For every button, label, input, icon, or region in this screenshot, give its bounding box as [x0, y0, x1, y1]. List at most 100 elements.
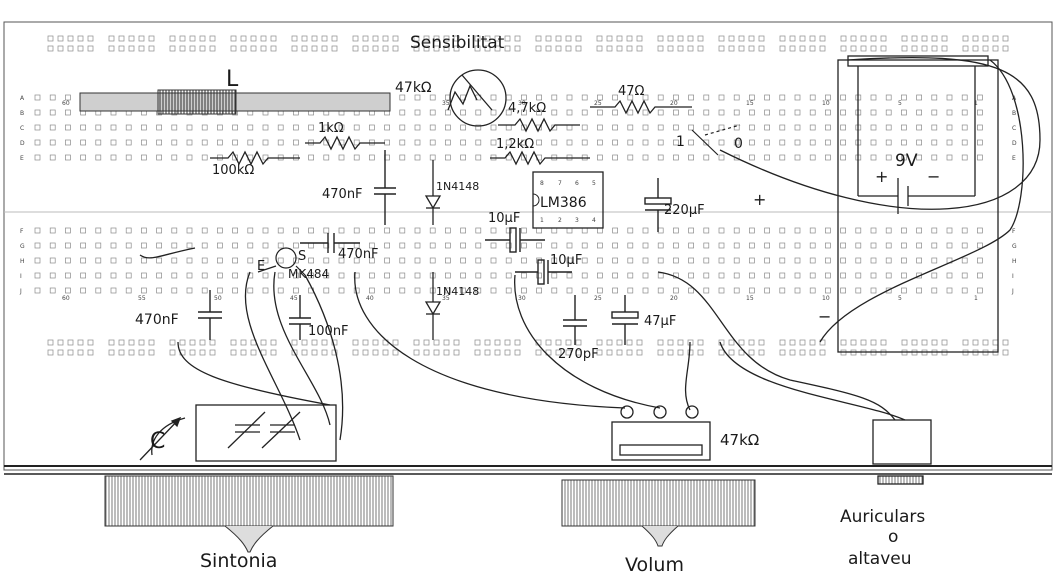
- c-47u-label: 47μF: [644, 314, 676, 329]
- column-number: 5: [898, 100, 902, 107]
- board-hole: [156, 139, 162, 146]
- board-hole: [885, 94, 892, 101]
- board-hole: [840, 45, 847, 52]
- board-hole: [555, 45, 562, 52]
- board-hole: [825, 139, 831, 146]
- board-hole: [445, 124, 451, 131]
- board-hole: [413, 35, 420, 42]
- board-hole: [703, 139, 710, 146]
- board-hole: [885, 154, 892, 161]
- board-hole: [901, 272, 907, 279]
- board-hole: [505, 139, 512, 146]
- board-hole: [961, 257, 968, 264]
- ic-pin-4: 4: [592, 217, 596, 224]
- board-hole: [794, 94, 801, 101]
- board-hole: [616, 45, 623, 52]
- board-hole: [474, 45, 481, 52]
- board-hole: [627, 94, 634, 101]
- row-letter: G: [20, 243, 25, 250]
- board-hole: [505, 227, 512, 234]
- board-hole: [34, 272, 41, 279]
- board-hole: [855, 272, 862, 279]
- sensitivity-potentiometer: [447, 69, 507, 127]
- board-hole: [688, 94, 694, 101]
- board-hole: [490, 94, 497, 101]
- ic-pin-3: 3: [575, 217, 579, 224]
- board-hole: [597, 287, 603, 294]
- board-hole: [789, 339, 796, 346]
- board-hole: [293, 124, 299, 131]
- board-hole: [809, 257, 816, 264]
- board-hole: [443, 339, 450, 346]
- board-hole: [758, 35, 765, 42]
- board-hole: [916, 109, 922, 116]
- board-hole: [475, 287, 482, 294]
- board-hole: [232, 287, 238, 294]
- board-hole: [443, 35, 450, 42]
- board-hole: [353, 257, 360, 264]
- board-hole: [758, 339, 765, 346]
- column-number: 40: [366, 295, 374, 302]
- row-letter: E: [1012, 155, 1016, 162]
- board-hole: [941, 339, 948, 346]
- board-hole: [429, 257, 436, 264]
- capacitor-10uF-b: [515, 259, 572, 285]
- board-hole: [536, 272, 542, 279]
- board-hole: [855, 257, 862, 264]
- board-hole: [169, 45, 176, 52]
- board-hole: [475, 124, 482, 131]
- board-hole: [171, 242, 178, 249]
- board-hole: [414, 124, 421, 131]
- board-hole: [49, 124, 56, 131]
- row-letter: A: [20, 95, 25, 102]
- board-hole: [916, 287, 922, 294]
- tuning-knob[interactable]: [104, 475, 394, 553]
- volume-knob[interactable]: [561, 479, 756, 547]
- board-hole: [399, 272, 406, 279]
- board-hole: [338, 287, 345, 294]
- column-number: 55: [138, 295, 146, 302]
- capacitor-220uF: [644, 178, 672, 232]
- board-hole: [916, 257, 922, 264]
- resistor-100k: [210, 150, 300, 166]
- board-hole: [860, 339, 867, 346]
- board-hole: [733, 94, 740, 101]
- board-hole: [667, 45, 674, 52]
- board-hole: [110, 227, 117, 234]
- board-hole: [445, 257, 451, 264]
- board-hole: [941, 35, 948, 42]
- board-hole: [536, 242, 542, 249]
- board-hole: [749, 154, 755, 161]
- board-hole: [850, 339, 857, 346]
- board-hole: [657, 94, 664, 101]
- board-hole: [779, 154, 786, 161]
- board-hole: [369, 287, 375, 294]
- board-hole: [885, 109, 892, 116]
- board-hole: [921, 45, 928, 52]
- board-hole: [414, 94, 421, 101]
- ic-lm386: LM386 8 7 6 5 1 2 3 4: [532, 171, 604, 229]
- board-hole: [270, 45, 277, 52]
- board-hole: [460, 272, 466, 279]
- board-hole: [230, 349, 237, 356]
- board-hole: [992, 35, 999, 42]
- board-hole: [460, 139, 466, 146]
- board-hole: [642, 124, 649, 131]
- board-hole: [779, 124, 786, 131]
- board-hole: [138, 45, 145, 52]
- board-hole: [642, 154, 649, 161]
- board-hole: [323, 154, 330, 161]
- board-hole: [217, 287, 223, 294]
- board-hole: [962, 35, 969, 42]
- board-hole: [612, 257, 618, 264]
- board-hole: [673, 154, 679, 161]
- board-hole: [148, 339, 155, 346]
- board-hole: [108, 349, 115, 356]
- board-hole: [728, 45, 735, 52]
- board-hole: [627, 227, 634, 234]
- board-hole: [521, 257, 527, 264]
- board-hole: [901, 124, 907, 131]
- board-hole: [946, 139, 953, 146]
- board-hole: [201, 154, 208, 161]
- board-hole: [688, 139, 694, 146]
